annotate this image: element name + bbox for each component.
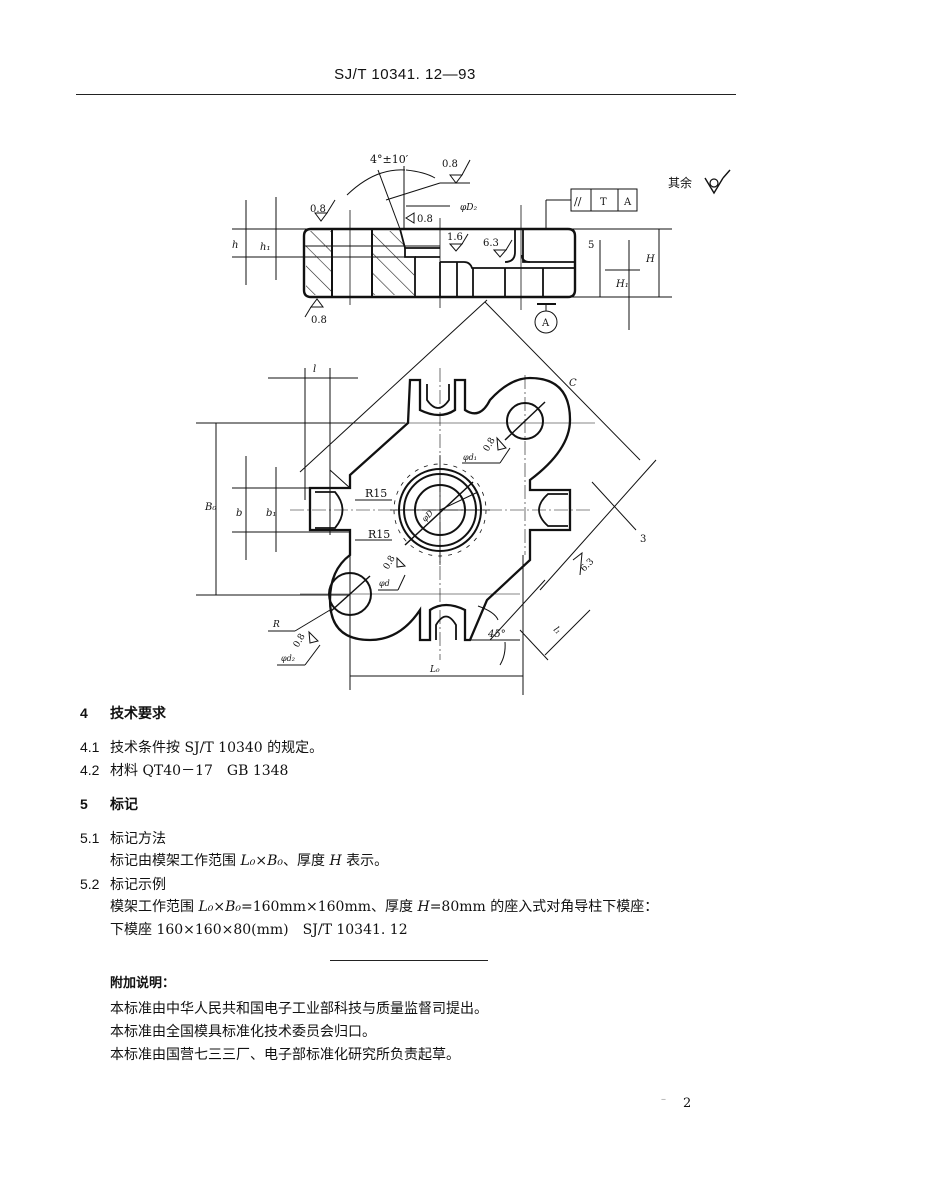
dim-b1: b₁: [266, 508, 276, 519]
clause-number: 4.1: [80, 739, 100, 755]
body-text: 表示。: [341, 853, 389, 869]
body-text: =80mm 的座入式对角导柱下模座：: [429, 899, 659, 915]
roughness-label: 0.8: [292, 632, 308, 650]
clause-5-1-body: 标记由模架工作范围 L₀×B₀、厚度 H 表示。: [110, 852, 388, 870]
note-line: 本标准由国营七三三厂、电子部标准化研究所负责起草。: [110, 1047, 460, 1063]
dim-L0: L₀: [429, 665, 440, 675]
roughness-label: 0.8: [382, 554, 398, 572]
clause-5-1: 5.1 标记方法: [80, 829, 166, 848]
clause-number: 5.1: [80, 830, 100, 846]
section-number: 4: [80, 705, 88, 721]
dim-h: h: [232, 240, 238, 251]
section-title: 技术要求: [110, 706, 166, 722]
page-number: 2: [683, 1096, 692, 1111]
diameter-d1-label: φd₁: [463, 453, 477, 462]
section-title: 标记: [110, 797, 138, 813]
dim-3: 3: [640, 534, 646, 545]
roughness-label: 0.8: [417, 214, 433, 225]
remaining-roughness-label: 其余: [668, 175, 692, 190]
section-number: 5: [80, 796, 88, 812]
parallelism-symbol: //: [574, 195, 582, 208]
note-line: 本标准由中华人民共和国电子工业部科技与质量监督司提出。: [110, 1001, 488, 1017]
standard-code-header: SJ/T 10341. 12—93: [334, 66, 476, 83]
section-view: h h₁ 5 H₁ H 4°±10′ 0.8 φD₂ 0.8 0.8 1.6: [232, 153, 731, 334]
formula: L₀×B₀: [240, 853, 283, 869]
dim-B0: B₀: [204, 502, 216, 513]
radius-label: R15: [368, 528, 390, 541]
dim-l1: l₁: [551, 625, 563, 637]
roughness-label: 0.8: [311, 315, 327, 326]
roughness-label: 0.8: [310, 204, 326, 215]
dim-h1: h₁: [260, 242, 270, 253]
body-text: =160mm×160mm、厚度: [241, 899, 418, 915]
clause-number: 4.2: [80, 762, 100, 778]
clause-number: 5.2: [80, 876, 100, 892]
clause-4-1: 4.1 技术条件按 SJ/T 10340 的规定。: [80, 738, 323, 757]
dim-C: C: [569, 378, 577, 389]
variable: H: [417, 899, 430, 915]
section-4-heading: 4 技术要求: [80, 704, 166, 723]
dim-H1: H₁: [615, 279, 629, 290]
page-dash: –: [661, 1094, 666, 1105]
plan-view: C 3 l B₀ b b₁: [196, 299, 657, 695]
technical-drawing: h h₁ 5 H₁ H 4°±10′ 0.8 φD₂ 0.8 0.8 1.6: [196, 153, 731, 695]
clause-text: 技术条件按 SJ/T 10340 的规定。: [110, 740, 324, 756]
diameter-D2-label: φD₂: [460, 203, 478, 213]
roughness-label: 0.8: [442, 159, 458, 170]
dim-5: 5: [588, 240, 594, 251]
tolerance-value: T: [600, 197, 607, 208]
note-line: 本标准由全国模具标准化技术委员会归口。: [110, 1024, 376, 1040]
body-text: 标记由模架工作范围: [110, 853, 241, 869]
radius-label: R15: [365, 487, 387, 500]
diameter-D-label: φD: [420, 508, 435, 523]
clause-5-2: 5.2 标记示例: [80, 875, 166, 894]
clause-title: 标记示例: [110, 877, 166, 893]
body-text: 、厚度: [283, 853, 330, 869]
clause-5-2-example-line1: 模架工作范围 L₀×B₀=160mm×160mm、厚度 H=80mm 的座入式对…: [110, 898, 658, 916]
angle-45-label: 45°: [487, 629, 506, 640]
diameter-d-label: φd: [379, 579, 390, 588]
dim-R: R: [272, 620, 280, 630]
tolerance-datum: A: [623, 197, 632, 208]
dim-H: H: [645, 254, 655, 265]
roughness-label: 6.3: [483, 238, 499, 249]
datum-A-label: A: [541, 318, 550, 329]
section-5-heading: 5 标记: [80, 795, 138, 814]
notes-title: 附加说明：: [110, 976, 176, 991]
roughness-label: 1.6: [447, 232, 463, 243]
variable: H: [329, 853, 342, 869]
clause-5-2-example-line2: 下模座 160×160×80(mm) SJ/T 10341. 12: [110, 922, 408, 938]
separator-rule: [330, 960, 488, 961]
clause-title: 标记方法: [110, 831, 166, 847]
formula: L₀×B₀: [198, 899, 241, 915]
roughness-label: 0.8: [482, 436, 498, 454]
dim-b: b: [236, 508, 242, 519]
angle-label: 4°±10′: [370, 153, 409, 166]
clause-4-2: 4.2 材料 QT40－17 GB 1348: [80, 761, 288, 780]
header-rule: [76, 94, 736, 95]
dim-l: l: [313, 364, 316, 375]
diameter-d2-label: φd₂: [281, 654, 295, 663]
body-text: 模架工作范围: [110, 899, 199, 915]
clause-text: 材料 QT40－17 GB 1348: [110, 763, 289, 779]
